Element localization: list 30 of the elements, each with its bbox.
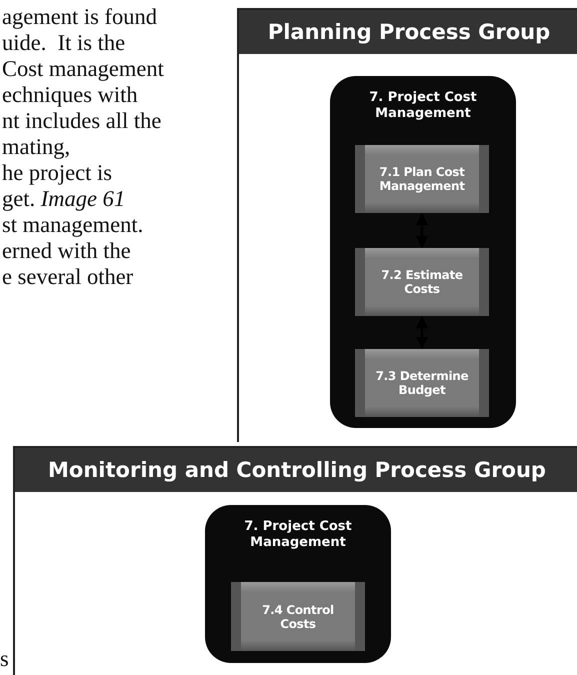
process-label: 7.4 Control Costs [261,602,335,630]
process-box [355,248,489,316]
process-label: 7.1 Plan Cost Management [378,165,466,193]
paragraph-text-line: s [0,646,9,672]
paragraph-text-line: uide. It is the [2,30,126,56]
area-title: 7. Project Cost Management [368,90,478,122]
paragraph-text-line: agement is found [2,4,157,30]
double-arrow [416,316,428,350]
paragraph-text-line: Cost management [2,56,164,82]
paragraph-text-line: e several other [2,264,134,290]
panel-heading: Monitoring and Controlling Process Group [15,448,577,492]
knowledge-area-box [330,76,516,428]
paragraph-text-line: echniques with [2,82,138,108]
area-title: 7. Project Cost Management [243,519,353,551]
process-box [355,349,489,417]
double-arrow [416,212,428,248]
process-box [355,145,489,213]
panel-heading: Planning Process Group [239,10,577,54]
process-box [231,582,365,651]
process-label: 7.2 Estimate Costs [380,268,464,296]
paragraph-text-line: he project is [2,160,112,186]
paragraph-text-line: get. Image 61 [2,186,126,212]
knowledge-area-box [205,505,391,663]
paragraph-text-line: erned with the [2,238,131,264]
paragraph-text-line: mating, [2,134,70,160]
paragraph-text-line: st management. [2,212,144,238]
paragraph-text-line: nt includes all the [2,108,162,134]
process-label: 7.3 Determine Budget [374,369,470,397]
process-group-panel [13,446,577,675]
process-group-panel [237,8,577,442]
